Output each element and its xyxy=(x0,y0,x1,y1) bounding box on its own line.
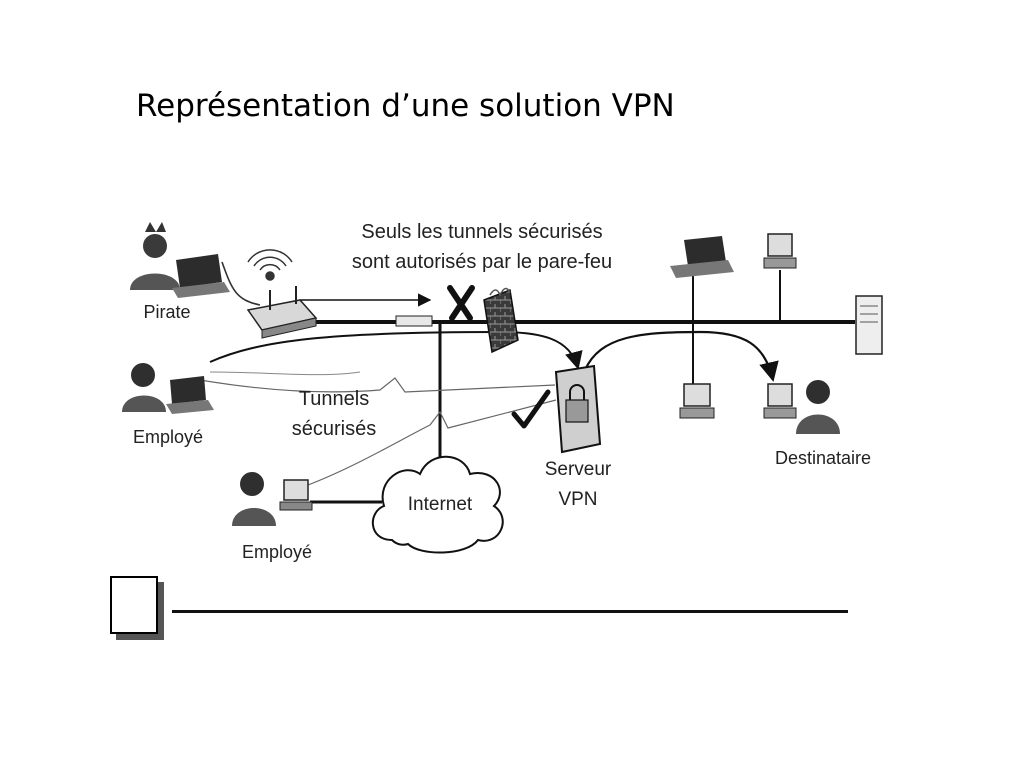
router-icon xyxy=(246,286,318,339)
firewall-icon xyxy=(483,287,519,354)
tunnels-line-2: sécurisés xyxy=(292,418,376,440)
x-mark-icon xyxy=(447,285,475,321)
antenna-icon xyxy=(247,249,293,281)
internet-node: Internet xyxy=(371,455,504,554)
desktop-icon xyxy=(763,233,797,269)
pirate-node: Pirate xyxy=(130,222,293,322)
slide-title: Représentation d’une solution VPN xyxy=(136,88,675,124)
person-icon xyxy=(122,363,166,412)
vpn-server-line-1: Serveur xyxy=(545,459,612,480)
footer-rule xyxy=(172,610,848,613)
laptop-icon xyxy=(670,236,734,278)
network-lines xyxy=(199,261,855,504)
tunnels-line-1: Tunnels xyxy=(299,388,369,410)
lan-desktop-bottom xyxy=(679,383,715,419)
lan-desktop-top xyxy=(763,233,797,269)
employe-2-label: Employé xyxy=(242,542,312,562)
destinataire-node: Destinataire xyxy=(763,380,871,468)
firewall-caption: Seuls les tunnels sécurisés sont autoris… xyxy=(352,221,612,273)
lan-server-tower xyxy=(855,295,883,355)
employe-1-label: Employé xyxy=(133,427,203,447)
destinataire-label: Destinataire xyxy=(775,448,871,468)
employe-2-node: Employé xyxy=(232,472,313,562)
lan-laptop xyxy=(670,236,734,278)
caption-line-2: sont autorisés par le pare-feu xyxy=(352,251,612,273)
laptop-icon xyxy=(172,254,230,298)
cloud-icon xyxy=(371,455,504,554)
modem-icon xyxy=(395,315,433,327)
laptop-icon xyxy=(166,376,214,414)
tunnels-label: Tunnels sécurisés xyxy=(292,388,376,440)
pirate-label: Pirate xyxy=(143,302,190,322)
server-icon xyxy=(554,364,602,454)
footer-box xyxy=(110,576,158,634)
desktop-icon xyxy=(763,383,797,419)
vpn-server-line-2: VPN xyxy=(558,489,597,510)
checkmark-icon xyxy=(511,389,551,429)
vpn-server-node: Serveur VPN xyxy=(511,364,612,510)
internet-label: Internet xyxy=(408,494,473,515)
person-icon xyxy=(232,472,276,526)
caption-line-1: Seuls les tunnels sécurisés xyxy=(361,221,602,243)
person-icon xyxy=(796,380,840,434)
employe-1-node: Employé xyxy=(122,363,214,447)
firewall-node xyxy=(395,285,519,354)
desktop-icon xyxy=(679,383,715,419)
desktop-icon xyxy=(279,479,313,511)
person-icon xyxy=(130,222,180,290)
